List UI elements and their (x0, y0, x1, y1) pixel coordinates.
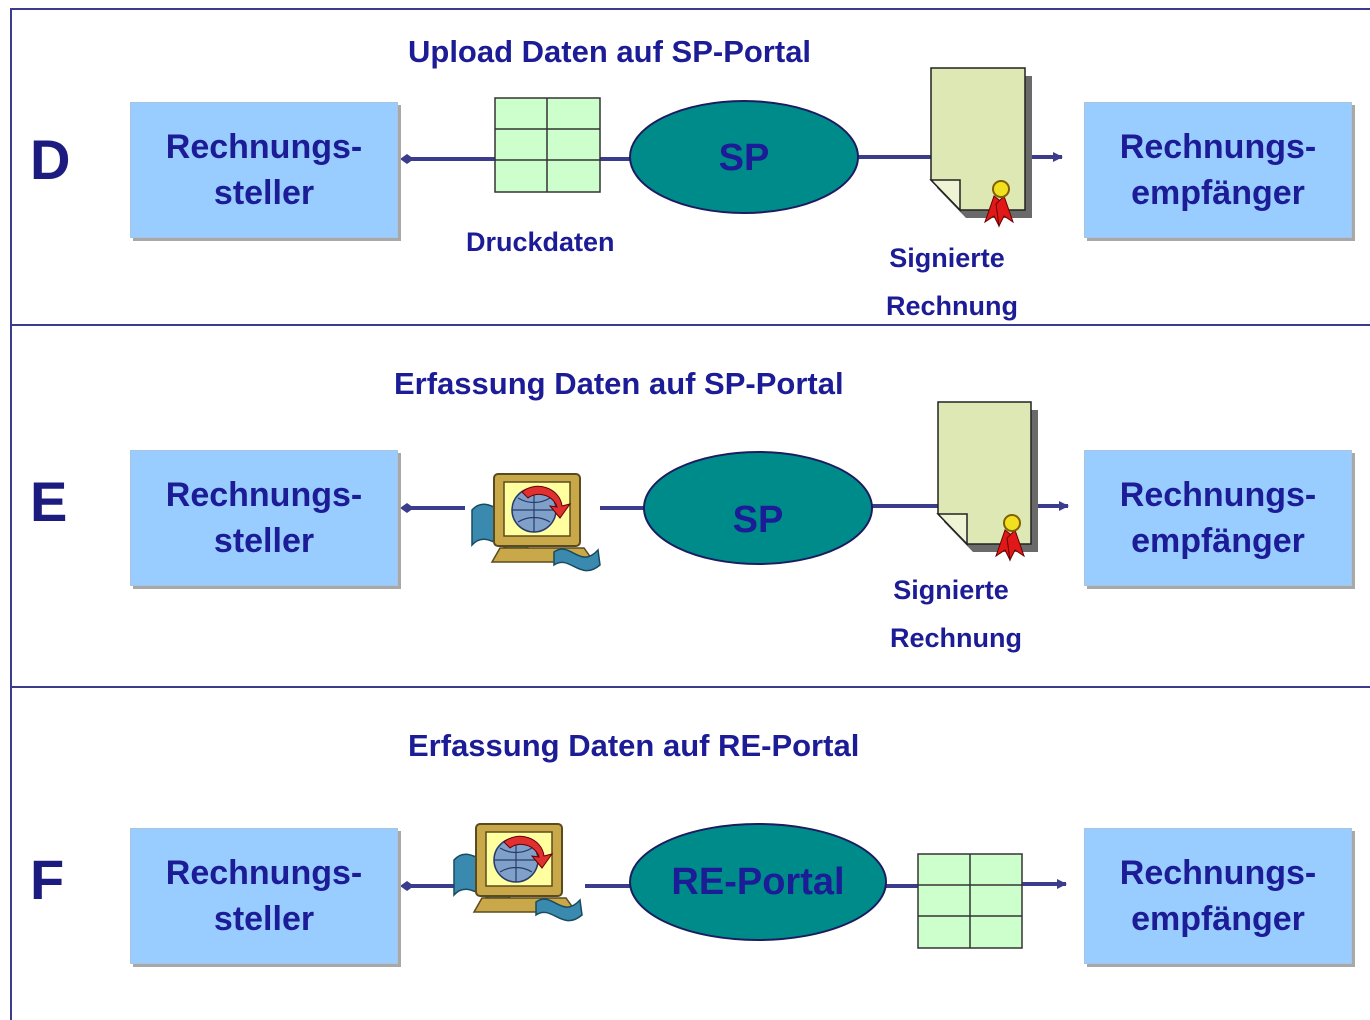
grid-table-icon (917, 853, 1023, 949)
row-divider (10, 324, 1370, 326)
row-title: Upload Daten auf SP-Portal (408, 34, 812, 69)
hub-ellipse (643, 451, 873, 565)
row-letter: F (30, 848, 65, 911)
signed-document-icon (936, 401, 1038, 562)
input-label: Druckdaten (466, 227, 615, 257)
sender-label-line1: Rechnungs- (165, 854, 363, 892)
diamond-endpoint (400, 881, 414, 891)
hub-ellipse (629, 100, 859, 214)
sender-box: Rechnungs- steller (130, 828, 398, 964)
row-letter: E (30, 470, 68, 533)
hub-ellipse (629, 823, 887, 941)
hub-label: SP (718, 137, 770, 179)
receiver-label-line2: empfänger (1131, 174, 1305, 212)
sender-box: Rechnungs- steller (130, 102, 398, 238)
row-title: Erfassung Daten auf RE-Portal (408, 728, 860, 763)
diagram-frame (10, 8, 1370, 1020)
receiver-label-line2: empfänger (1131, 900, 1305, 938)
output-label-line2: Rechnung (886, 291, 1018, 321)
receiver-label-line1: Rechnungs- (1119, 128, 1317, 166)
diamond-endpoint (400, 154, 414, 164)
sender-label-line2: steller (213, 174, 315, 212)
hub-label: SP (732, 499, 784, 541)
computer-globe-icon (471, 473, 601, 572)
row-title: Erfassung Daten auf SP-Portal (394, 366, 844, 401)
sender-label-line2: steller (213, 900, 315, 938)
row-divider (10, 686, 1370, 688)
output-label-line1: Signierte (889, 243, 1005, 273)
receiver-box: Rechnungs- empfänger (1084, 828, 1352, 964)
grid-table-icon (494, 97, 601, 193)
receiver-label-line2: empfänger (1131, 522, 1305, 560)
output-label-line2: Rechnung (890, 623, 1022, 653)
receiver-label-line1: Rechnungs- (1119, 476, 1317, 514)
receiver-label-line1: Rechnungs- (1119, 854, 1317, 892)
row-letter: D (30, 128, 71, 191)
diamond-endpoint (400, 503, 414, 513)
receiver-box: Rechnungs- empfänger (1084, 102, 1352, 238)
sender-label-line2: steller (213, 522, 315, 560)
signed-document-icon (929, 67, 1032, 228)
row-f-connectors (400, 879, 1067, 891)
sender-label-line1: Rechnungs- (165, 476, 363, 514)
output-label-line1: Signierte (893, 575, 1009, 605)
computer-globe-icon (453, 823, 583, 922)
hub-label: RE-Portal (671, 861, 845, 903)
receiver-box: Rechnungs- empfänger (1084, 450, 1352, 586)
sender-label-line1: Rechnungs- (165, 128, 363, 166)
sender-box: Rechnungs- steller (130, 450, 398, 586)
